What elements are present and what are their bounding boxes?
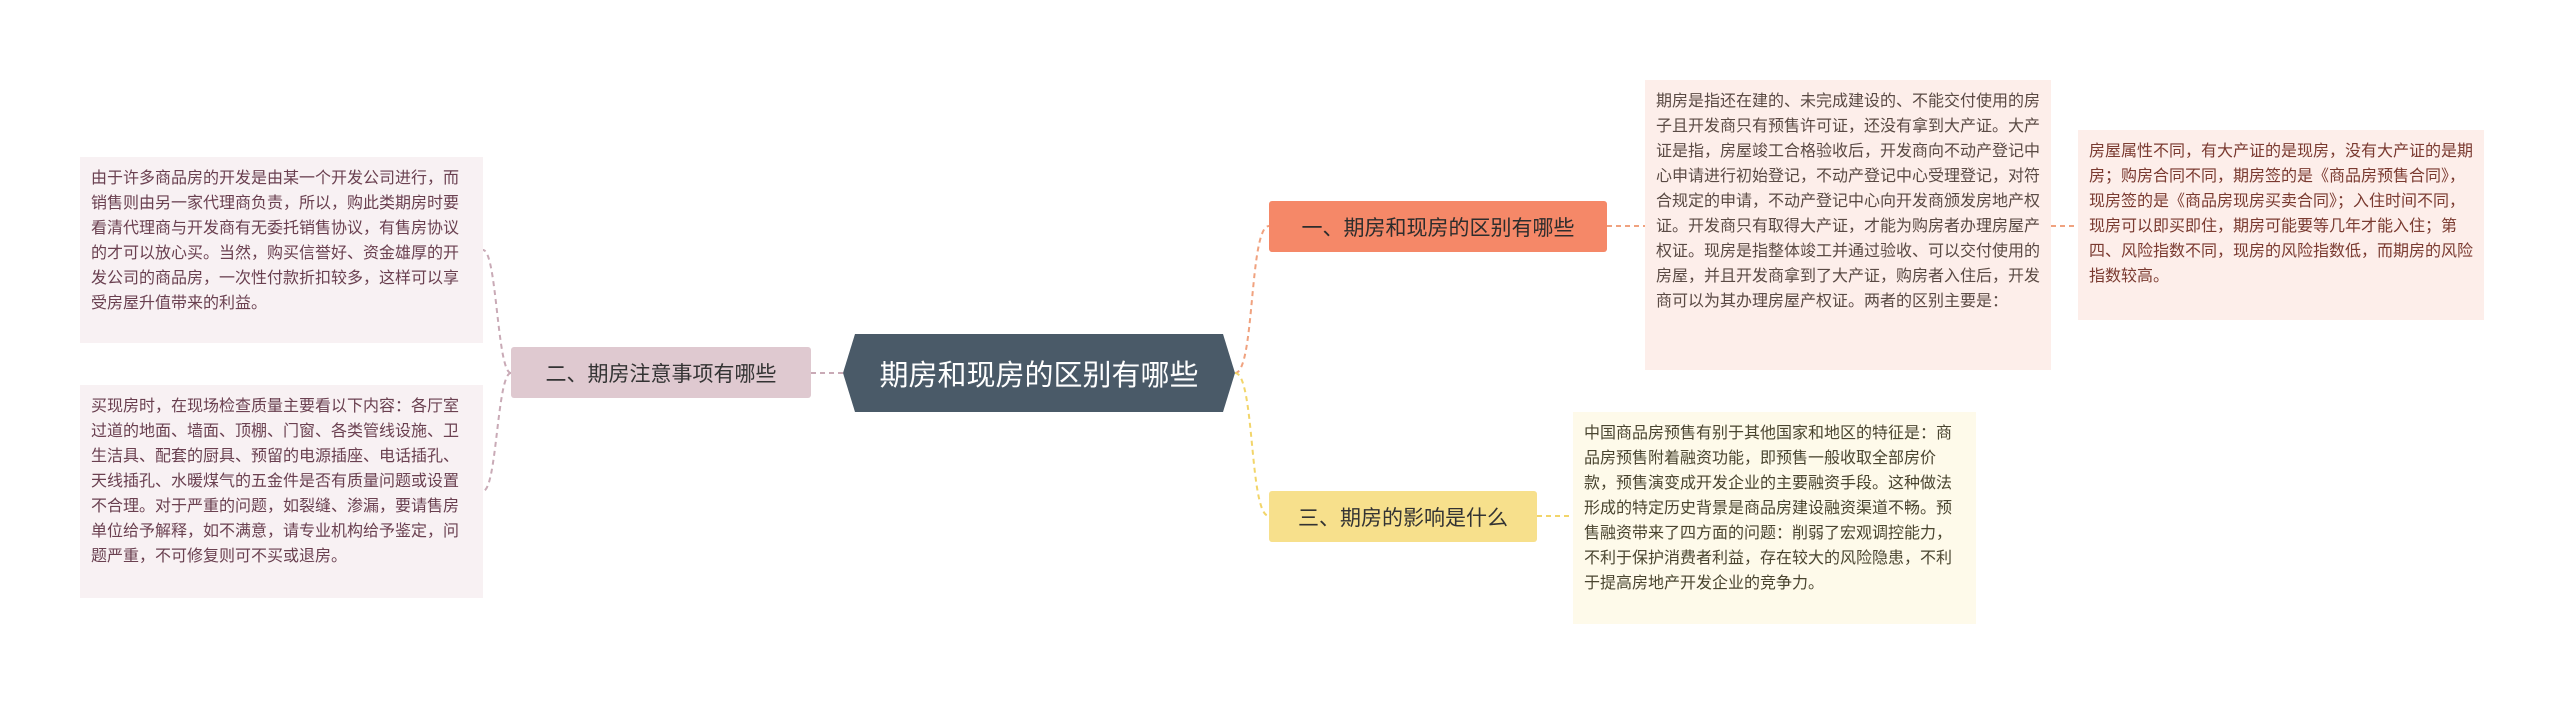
leaf-definition-text[interactable]: 期房是指还在建的、未完成建设的、不能交付使用的房子且开发商只有预售许可证，还没有… — [1645, 80, 2051, 370]
leaf-text: 房屋属性不同，有大产证的是现房，没有大产证的是期房；购房合同不同，期房签的是《商… — [2089, 141, 2474, 285]
link-branch2-leaf2a — [482, 249, 512, 374]
branch-label: 二、期房注意事项有哪些 — [545, 361, 777, 386]
leaf-text: 中国商品房预售有别于其他国家和地区的特征是：商品房预售附着融资功能，即预售一般收… — [1584, 423, 1953, 592]
link-central-branch1 — [1234, 225, 1270, 374]
central-topic-label: 期房和现房的区别有哪些 — [879, 358, 1199, 392]
branch-label: 一、期房和现房的区别有哪些 — [1301, 215, 1575, 240]
branch-topic-notes[interactable]: 二、期房注意事项有哪些 — [511, 347, 811, 398]
leaf-inspection-notes[interactable]: 买现房时，在现场检查质量主要看以下内容：各厅室过道的地面、墙面、顶棚、门窗、各类… — [80, 385, 483, 598]
leaf-text: 由于许多商品房的开发是由某一个开发公司进行，而销售则由另一家代理商负责，所以，购… — [91, 168, 460, 312]
branch-topic-difference[interactable]: 一、期房和现房的区别有哪些 — [1269, 201, 1607, 252]
link-branch2-leaf2b — [482, 372, 512, 492]
leaf-presale-notes[interactable]: 由于许多商品房的开发是由某一个开发公司进行，而销售则由另一家代理商负责，所以，购… — [80, 157, 483, 343]
leaf-text: 买现房时，在现场检查质量主要看以下内容：各厅室过道的地面、墙面、顶棚、门窗、各类… — [91, 396, 460, 565]
leaf-impact-text[interactable]: 中国商品房预售有别于其他国家和地区的特征是：商品房预售附着融资功能，即预售一般收… — [1573, 412, 1976, 624]
leaf-text: 期房是指还在建的、未完成建设的、不能交付使用的房子且开发商只有预售许可证，还没有… — [1656, 91, 2041, 310]
central-topic[interactable]: 期房和现房的区别有哪些 — [843, 334, 1235, 412]
branch-topic-impact[interactable]: 三、期房的影响是什么 — [1269, 491, 1537, 542]
link-central-branch3 — [1234, 372, 1270, 517]
branch-label: 三、期房的影响是什么 — [1298, 505, 1508, 530]
leaf-difference-detail[interactable]: 房屋属性不同，有大产证的是现房，没有大产证的是期房；购房合同不同，期房签的是《商… — [2078, 130, 2484, 320]
